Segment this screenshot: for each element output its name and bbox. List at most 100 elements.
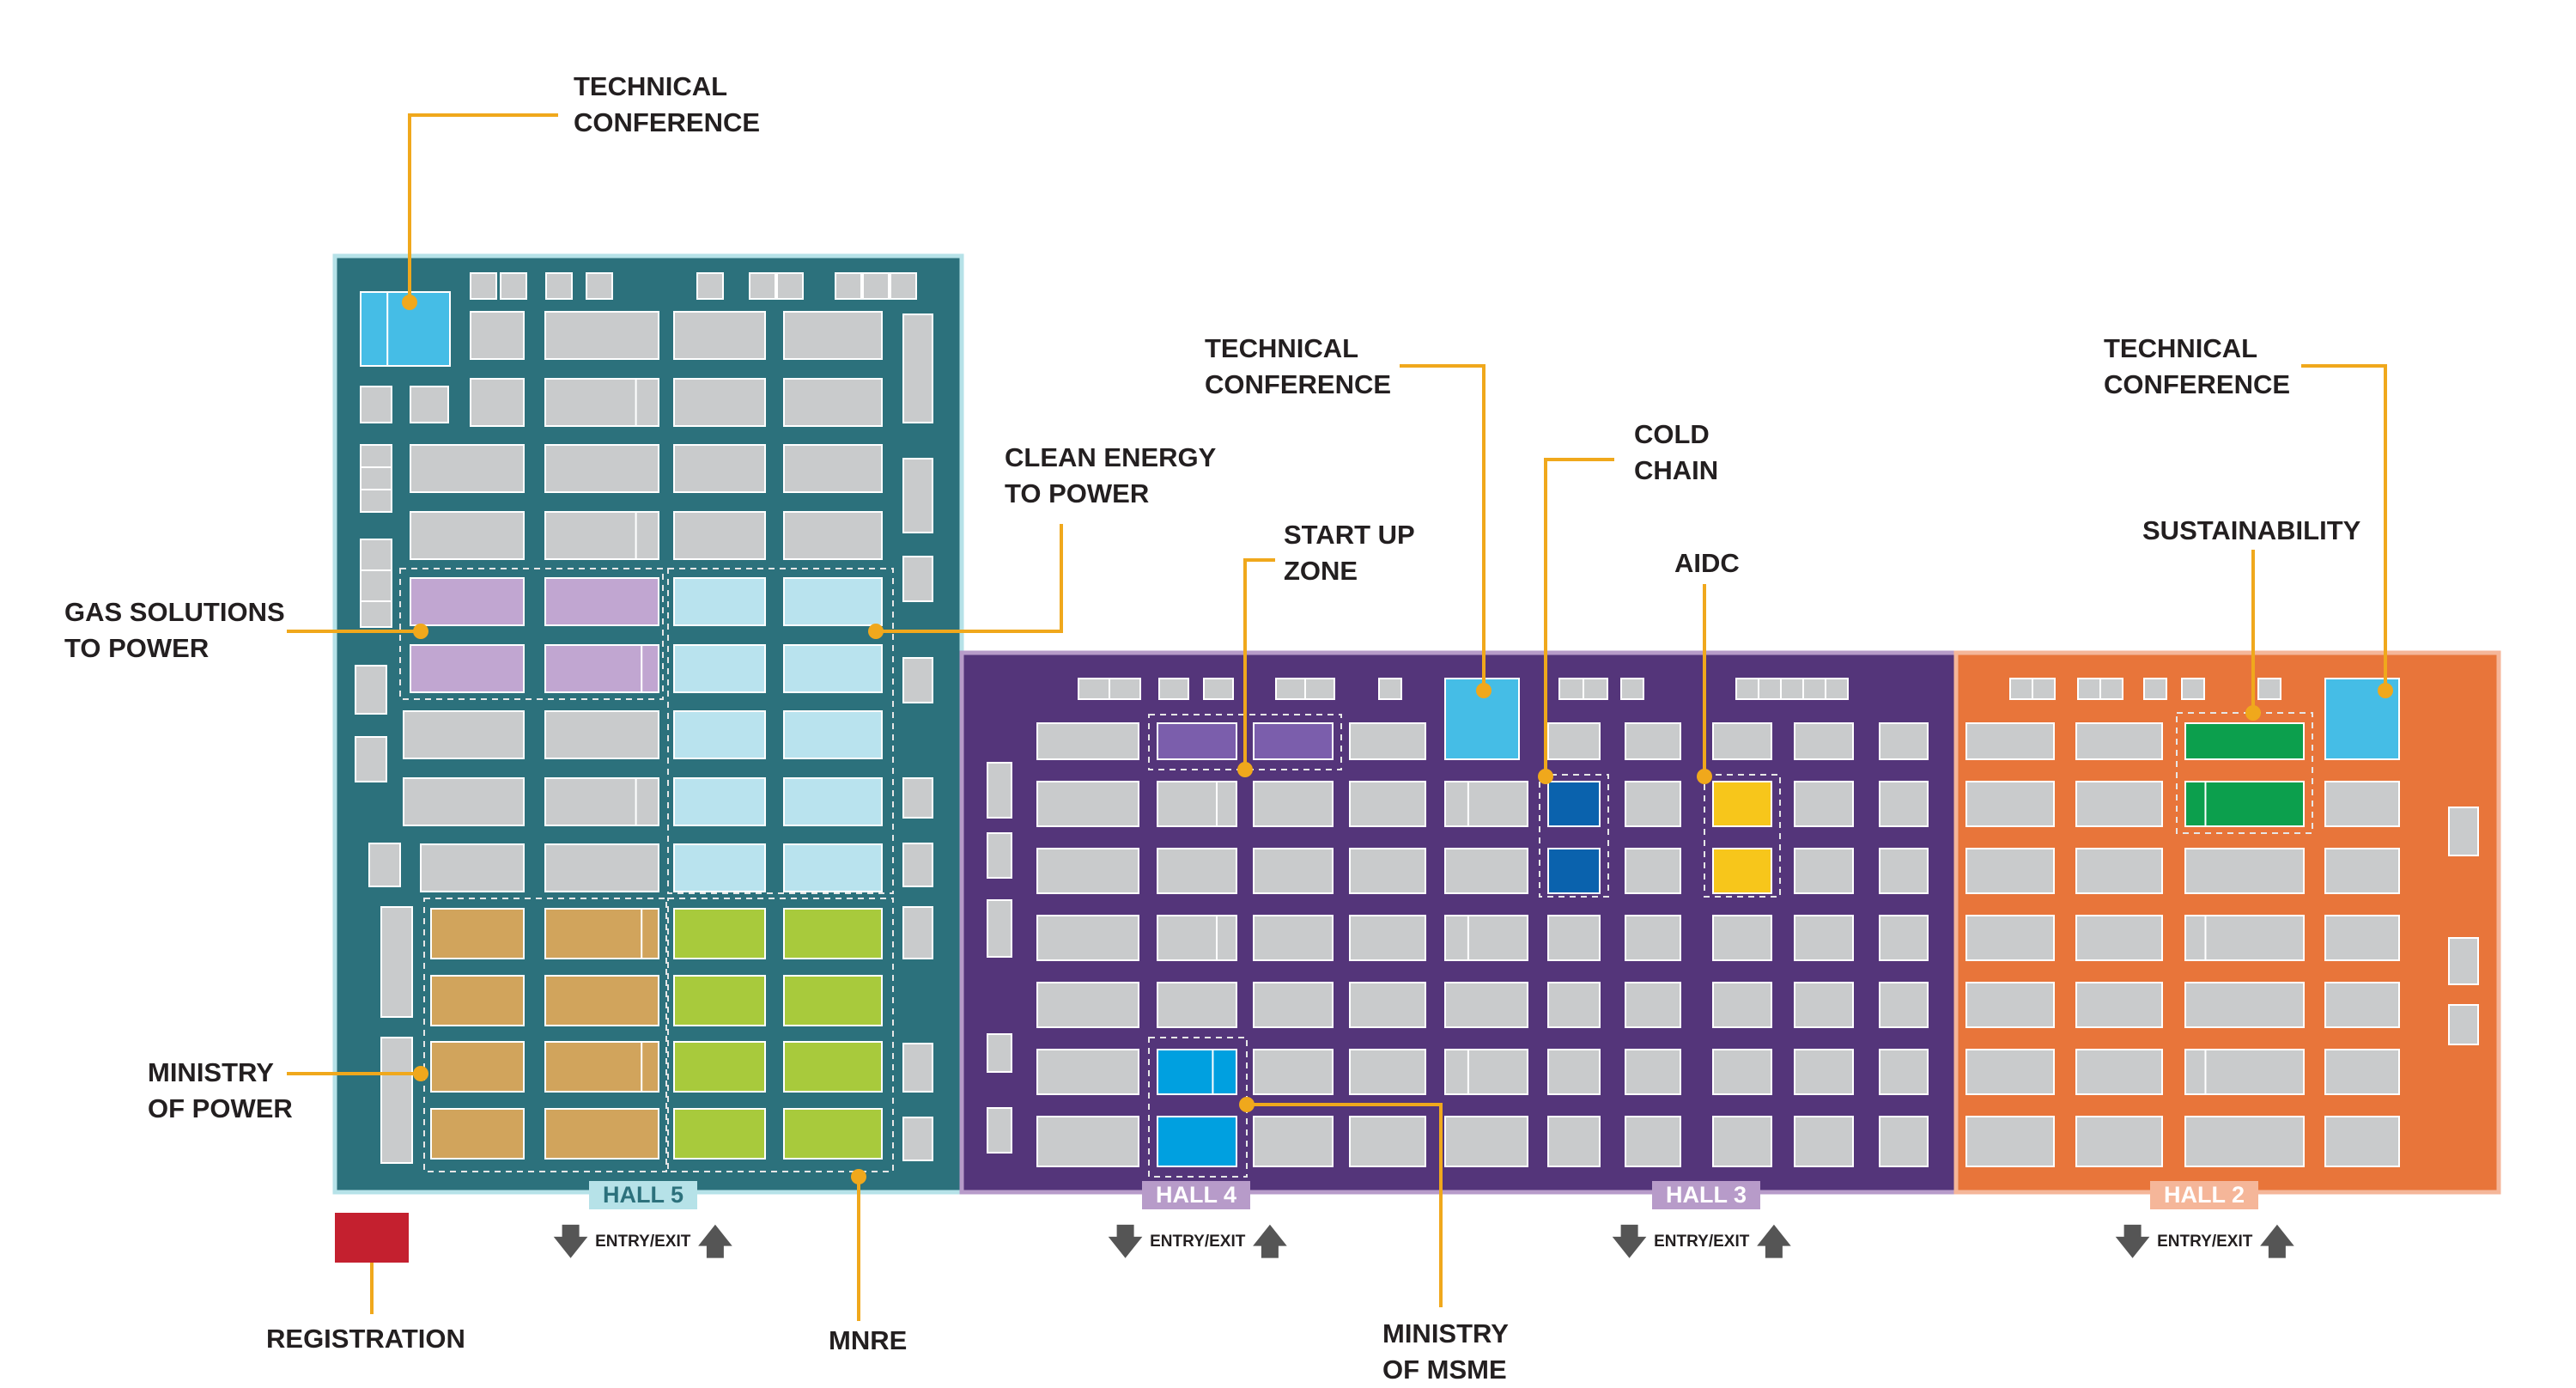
- side-booth[interactable]: [987, 1033, 1012, 1073]
- side-booth[interactable]: [2448, 1004, 2479, 1045]
- booth[interactable]: [2324, 1049, 2400, 1095]
- booth[interactable]: [1349, 915, 1426, 961]
- small-booth[interactable]: [2032, 678, 2056, 700]
- booth[interactable]: [1712, 915, 1772, 961]
- small-booth[interactable]: [1620, 678, 1644, 700]
- side-booth[interactable]: [360, 466, 392, 490]
- booth[interactable]: [1794, 1049, 1854, 1095]
- booth[interactable]: [420, 843, 525, 892]
- booth[interactable]: [1879, 722, 1929, 760]
- side-booth[interactable]: [360, 386, 392, 423]
- entry-exit-hall3[interactable]: 🡇ENTRY/EXIT🡅: [1612, 1223, 1792, 1261]
- booth[interactable]: [2184, 1049, 2305, 1095]
- booth[interactable]: [1965, 848, 2055, 894]
- mnre-booth[interactable]: [783, 1108, 883, 1160]
- side-booth[interactable]: [360, 569, 392, 602]
- small-booth[interactable]: [2077, 678, 2101, 700]
- small-booth[interactable]: [1275, 678, 1306, 700]
- small-booth[interactable]: [1203, 678, 1234, 700]
- booth[interactable]: [1879, 982, 1929, 1028]
- booth[interactable]: [1625, 781, 1681, 827]
- booth[interactable]: [1036, 1049, 1139, 1095]
- clean-energy-booth[interactable]: [783, 843, 883, 892]
- booth[interactable]: [2184, 915, 2305, 961]
- side-booth[interactable]: [902, 556, 933, 602]
- side-booth[interactable]: [902, 314, 933, 423]
- cold-chain-booth[interactable]: [1547, 848, 1601, 894]
- booth[interactable]: [1157, 915, 1237, 961]
- small-booth[interactable]: [1378, 678, 1402, 700]
- ministry-of-power-booth[interactable]: [544, 975, 659, 1026]
- side-booth[interactable]: [2448, 807, 2479, 856]
- booth[interactable]: [1444, 848, 1528, 894]
- booth[interactable]: [1157, 982, 1237, 1028]
- small-booth[interactable]: [2257, 678, 2281, 700]
- booth[interactable]: [1879, 848, 1929, 894]
- ministry-of-power-booth[interactable]: [544, 908, 659, 959]
- booth[interactable]: [1547, 722, 1601, 760]
- clean-energy-booth[interactable]: [673, 710, 766, 759]
- mnre-booth[interactable]: [673, 908, 766, 959]
- small-booth[interactable]: [835, 272, 862, 300]
- booth[interactable]: [673, 311, 766, 360]
- booth[interactable]: [783, 444, 883, 493]
- side-booth[interactable]: [380, 906, 413, 1018]
- side-booth[interactable]: [2448, 937, 2479, 985]
- booth[interactable]: [1712, 1049, 1772, 1095]
- side-booth[interactable]: [360, 489, 392, 513]
- booth[interactable]: [1879, 1049, 1929, 1095]
- booth[interactable]: [544, 843, 659, 892]
- booth[interactable]: [1157, 781, 1237, 827]
- booth[interactable]: [1349, 848, 1426, 894]
- booth[interactable]: [1036, 722, 1139, 760]
- booth[interactable]: [1965, 781, 2055, 827]
- booth[interactable]: [2184, 982, 2305, 1028]
- booth[interactable]: [1712, 982, 1772, 1028]
- side-booth[interactable]: [360, 444, 392, 468]
- clean-energy-booth[interactable]: [783, 710, 883, 759]
- msme-booth[interactable]: [1157, 1049, 1237, 1095]
- gas-solutions-booth[interactable]: [410, 577, 525, 626]
- booth[interactable]: [2324, 1116, 2400, 1167]
- booth[interactable]: [1965, 915, 2055, 961]
- small-booth[interactable]: [1109, 678, 1141, 700]
- ministry-of-power-booth[interactable]: [544, 1041, 659, 1093]
- booth[interactable]: [1157, 848, 1237, 894]
- booth[interactable]: [2075, 982, 2163, 1028]
- booth[interactable]: [783, 378, 883, 427]
- entry-exit-hall2[interactable]: 🡇ENTRY/EXIT🡅: [2115, 1223, 2295, 1261]
- booth[interactable]: [1625, 915, 1681, 961]
- clean-energy-booth[interactable]: [783, 577, 883, 626]
- small-booth[interactable]: [1304, 678, 1335, 700]
- booth[interactable]: [403, 777, 525, 826]
- mnre-booth[interactable]: [673, 975, 766, 1026]
- booth[interactable]: [1036, 1116, 1139, 1167]
- small-booth[interactable]: [1078, 678, 1110, 700]
- sustainability-booth[interactable]: [2184, 781, 2305, 827]
- small-booth[interactable]: [545, 272, 573, 300]
- mnre-booth[interactable]: [783, 975, 883, 1026]
- booth[interactable]: [1253, 781, 1334, 827]
- start-up-booth[interactable]: [1253, 722, 1334, 760]
- mnre-booth[interactable]: [783, 1041, 883, 1093]
- booth[interactable]: [1547, 1116, 1601, 1167]
- booth[interactable]: [1712, 722, 1772, 760]
- booth[interactable]: [783, 311, 883, 360]
- clean-energy-booth[interactable]: [673, 843, 766, 892]
- booth[interactable]: [1253, 1049, 1334, 1095]
- ministry-of-power-booth[interactable]: [430, 908, 525, 959]
- clean-energy-booth[interactable]: [673, 577, 766, 626]
- booth[interactable]: [1036, 848, 1139, 894]
- registration-booth[interactable]: [335, 1213, 409, 1263]
- booth[interactable]: [2075, 722, 2163, 760]
- booth[interactable]: [410, 511, 525, 560]
- booth[interactable]: [1036, 915, 1139, 961]
- booth[interactable]: [544, 710, 659, 759]
- booth[interactable]: [673, 378, 766, 427]
- small-booth[interactable]: [1735, 678, 1759, 700]
- side-booth[interactable]: [380, 1037, 413, 1164]
- booth[interactable]: [1794, 722, 1854, 760]
- booth[interactable]: [1444, 982, 1528, 1028]
- small-booth[interactable]: [470, 272, 497, 300]
- gas-solutions-booth[interactable]: [544, 644, 659, 693]
